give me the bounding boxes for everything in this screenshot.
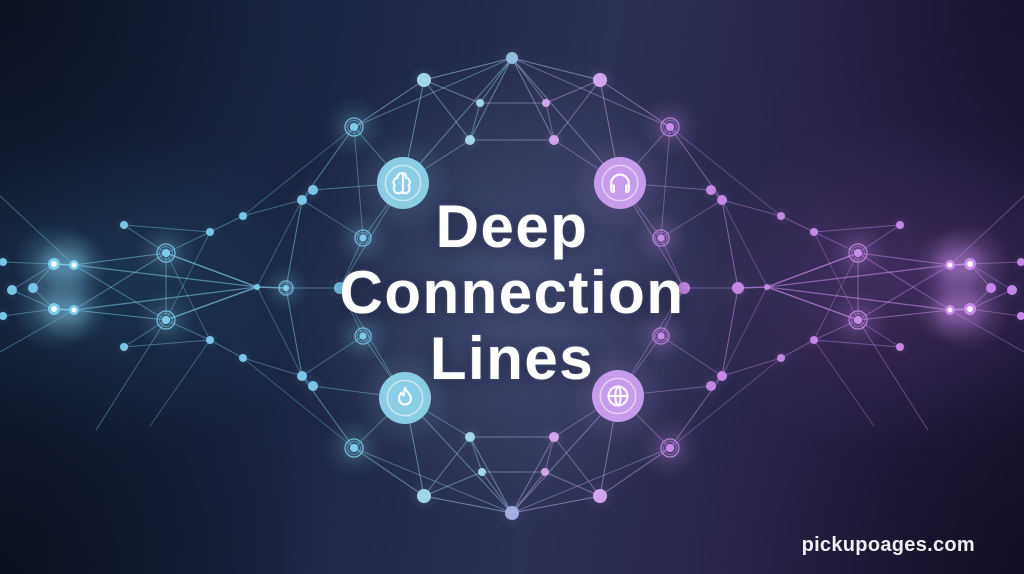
watermark-text: pickupoages.com: [801, 534, 975, 556]
network-nodes-layer: [0, 52, 1024, 520]
connection-lines-layer: [0, 57, 1024, 514]
glow-halos-layer: [0, 44, 1024, 530]
